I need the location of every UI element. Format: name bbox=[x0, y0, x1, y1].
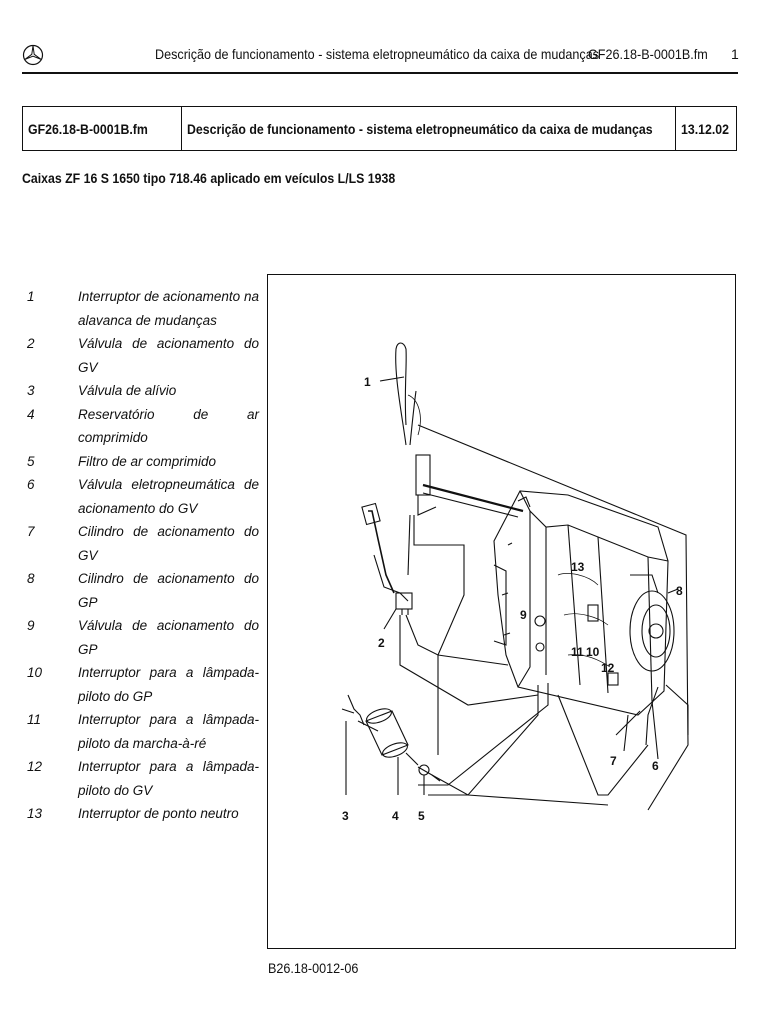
callout-13: 13 bbox=[571, 560, 585, 574]
callout-10: 10 bbox=[586, 645, 600, 659]
legend-item: 3 Válvula de alívio bbox=[27, 379, 259, 403]
legend-item: 6 Válvula eletropneumática de acionamento… bbox=[27, 473, 259, 520]
callout-2: 2 bbox=[378, 636, 385, 650]
legend-number: 3 bbox=[27, 383, 35, 398]
figure-code: B26.18-0012-06 bbox=[268, 960, 359, 976]
running-header-file: GF26.18-B-0001B.fm bbox=[588, 46, 708, 62]
air-filter bbox=[417, 764, 609, 806]
legend-text: Cilindro de acionamento do GV bbox=[78, 524, 259, 563]
info-code-cell: GF26.18-B-0001B.fm bbox=[23, 107, 182, 150]
air-reservoir bbox=[365, 708, 419, 795]
legend-item: 13 Interruptor de ponto neutro bbox=[27, 802, 259, 826]
legend-text: Interruptor para a lâmpada-piloto do GV bbox=[78, 759, 259, 798]
info-date-cell: 13.12.02 bbox=[676, 107, 736, 150]
legend-item: 1 Interruptor de acionamento na alavanca … bbox=[27, 285, 259, 332]
info-code: GF26.18-B-0001B.fm bbox=[28, 120, 148, 137]
legend-item: 7 Cilindro de acionamento do GV bbox=[27, 520, 259, 567]
legend-number: 7 bbox=[27, 524, 35, 539]
relief-valve bbox=[341, 694, 365, 726]
legend-number: 12 bbox=[27, 759, 43, 774]
callout-7: 7 bbox=[610, 754, 617, 768]
callout-6: 6 bbox=[652, 759, 659, 773]
callout-8: 8 bbox=[676, 584, 683, 598]
running-header-title: Descrição de funcionamento - sistema ele… bbox=[155, 46, 600, 62]
figure-frame: 1 2 3 4 5 6 7 8 9 10 11 12 13 bbox=[267, 274, 736, 949]
gearbox-body bbox=[493, 490, 675, 716]
transmission-diagram: 1 2 3 4 5 6 7 8 9 10 11 12 13 bbox=[341, 342, 689, 823]
legend-text: Interruptor de ponto neutro bbox=[78, 806, 239, 821]
callout-1: 1 bbox=[364, 375, 371, 389]
legend-text: Válvula de acionamento do GP bbox=[78, 618, 259, 657]
legend-item: 5 Filtro de ar comprimido bbox=[27, 450, 259, 474]
legend-text: Filtro de ar comprimido bbox=[78, 453, 217, 469]
legend-text: Interruptor para a lâmpada-piloto do GP bbox=[78, 665, 259, 704]
header-rule bbox=[22, 72, 738, 74]
info-title: Descrição de funcionamento - sistema ele… bbox=[187, 120, 653, 137]
callout-4: 4 bbox=[392, 809, 399, 823]
info-title-cell: Descrição de funcionamento - sistema ele… bbox=[182, 107, 676, 150]
legend-text: Reservatório de ar comprimido bbox=[78, 406, 259, 446]
legend-number: 11 bbox=[27, 712, 42, 727]
legend-number: 6 bbox=[27, 477, 35, 492]
legend-number: 13 bbox=[27, 806, 43, 821]
legend-number: 8 bbox=[27, 571, 35, 586]
legend-item: 8 Cilindro de acionamento do GP bbox=[27, 567, 259, 614]
parts-legend: 1 Interruptor de acionamento na alavanca … bbox=[27, 285, 259, 826]
gear-lever bbox=[395, 342, 407, 446]
legend-item: 10 Interruptor para a lâmpada-piloto do G… bbox=[27, 661, 259, 708]
document-info-table: GF26.18-B-0001B.fm Descrição de funciona… bbox=[22, 106, 737, 151]
legend-text: Interruptor de acionamento na alavanca d… bbox=[78, 289, 259, 328]
legend-text: Interruptor para a lâmpada-piloto da mar… bbox=[78, 712, 259, 751]
legend-number: 10 bbox=[27, 665, 43, 680]
legend-item: 2 Válvula de acionamento do GV bbox=[27, 332, 259, 379]
legend-item: 11 Interruptor para a lâmpada-piloto da m… bbox=[27, 708, 259, 755]
callout-12: 12 bbox=[601, 661, 615, 675]
page-number: 1 bbox=[731, 46, 739, 62]
legend-item: 4 Reservatório de ar comprimido bbox=[27, 403, 259, 450]
callout-5: 5 bbox=[418, 809, 425, 823]
legend-text: Válvula eletropneumática de acionamento … bbox=[78, 477, 259, 516]
running-header: Descrição de funcionamento - sistema ele… bbox=[0, 0, 768, 74]
shift-rod bbox=[422, 483, 524, 513]
legend-text: Cilindro de acionamento do GP bbox=[78, 571, 259, 610]
legend-number: 5 bbox=[27, 453, 35, 469]
legend-item: 12 Interruptor para a lâmpada-piloto do G… bbox=[27, 755, 259, 802]
info-date: 13.12.02 bbox=[681, 120, 729, 137]
legend-text: Válvula de alívio bbox=[78, 383, 177, 398]
legend-text: Válvula de acionamento do GV bbox=[78, 336, 259, 375]
legend-number: 2 bbox=[27, 336, 35, 351]
clutch-pedal bbox=[368, 510, 395, 594]
legend-number: 1 bbox=[27, 289, 35, 304]
callout-3: 3 bbox=[342, 809, 349, 823]
callout-11: 11 bbox=[571, 645, 584, 659]
legend-item: 9 Válvula de acionamento do GP bbox=[27, 614, 259, 661]
callout-9: 9 bbox=[520, 608, 527, 622]
legend-number: 4 bbox=[27, 406, 35, 422]
legend-number: 9 bbox=[27, 618, 35, 633]
document-subtitle: Caixas ZF 16 S 1650 tipo 718.46 aplicado… bbox=[22, 170, 396, 186]
mercedes-star-icon bbox=[22, 44, 44, 66]
